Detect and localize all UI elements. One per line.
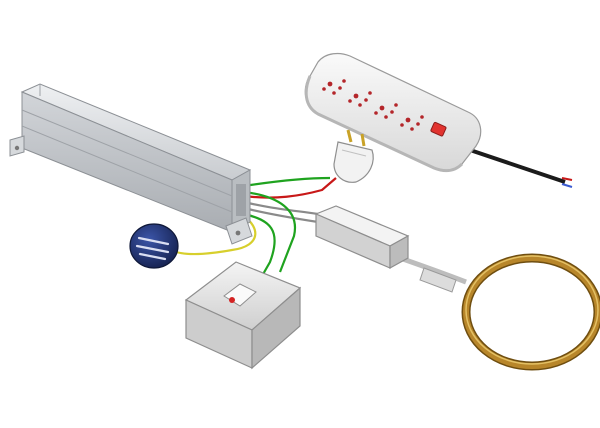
green-wire-to-switch: [243, 212, 276, 277]
socket-hole: [327, 81, 333, 87]
coil-ring: [461, 253, 600, 371]
yellow-wire-to-sensor: [175, 211, 257, 256]
sensor-line-3: [138, 252, 167, 261]
rib-2: [21, 125, 233, 213]
plug-body: [333, 141, 374, 183]
grey-wire-to-module-2: [243, 206, 319, 224]
green-wire-to-plug: [243, 176, 331, 188]
socket-hole: [368, 91, 372, 95]
plug: [333, 129, 374, 183]
cord-end-blue: [561, 183, 573, 188]
sensor-line-2: [135, 244, 170, 254]
socket-hole: [342, 79, 346, 83]
module-end: [389, 234, 409, 270]
sensor-disc: [129, 223, 179, 269]
socket-2: [348, 91, 372, 107]
socket-4: [400, 115, 424, 131]
push-switch: [184, 261, 302, 370]
cord-end-red: [561, 177, 573, 181]
red-wire-to-plug: [243, 177, 337, 199]
socket-hole: [410, 127, 414, 131]
socket-hole: [332, 91, 336, 95]
module-cable-boot: [419, 267, 457, 293]
socket-hole: [400, 123, 404, 127]
socket-hole: [394, 103, 398, 107]
socket-3: [374, 103, 398, 119]
plug-prong-left: [346, 129, 353, 143]
plug-rib: [341, 149, 367, 157]
socket-hole: [353, 93, 359, 99]
socket-hole: [374, 111, 378, 115]
green-wire-to-switch-2: [243, 190, 297, 273]
driver-box: [9, 83, 253, 245]
socket-hole: [338, 86, 342, 90]
rib-1: [21, 109, 233, 197]
socket-hole: [348, 99, 352, 103]
socket-hole: [390, 110, 394, 114]
switch-led: [229, 297, 235, 303]
mount-hole-right: [235, 230, 241, 236]
coil-ring-body: [463, 255, 600, 369]
socket-hole: [416, 122, 420, 126]
sensor-line-1: [137, 236, 170, 246]
socket-hole: [364, 98, 368, 102]
socket-1: [322, 79, 346, 95]
power-strip-edge: [304, 75, 464, 173]
socket-hole: [420, 115, 424, 119]
coil-ring-highlight: [465, 255, 599, 365]
power-strip: [304, 52, 482, 173]
wire-exit: [236, 184, 246, 216]
touch-sensor: [129, 223, 179, 269]
strip-power-cord: [469, 148, 566, 184]
socket-hole: [405, 117, 411, 123]
socket-hole: [358, 103, 362, 107]
mount-hole-left: [14, 145, 20, 151]
plug-prong-right: [360, 133, 366, 147]
socket-hole: [322, 87, 326, 91]
strip-switch: [430, 121, 447, 137]
socket-group: [322, 79, 424, 131]
switch-box-side: [251, 286, 301, 370]
grey-wire-to-module: [243, 200, 319, 216]
socket-hole: [384, 115, 388, 119]
socket-hole: [379, 105, 385, 111]
inline-module: [314, 205, 457, 293]
